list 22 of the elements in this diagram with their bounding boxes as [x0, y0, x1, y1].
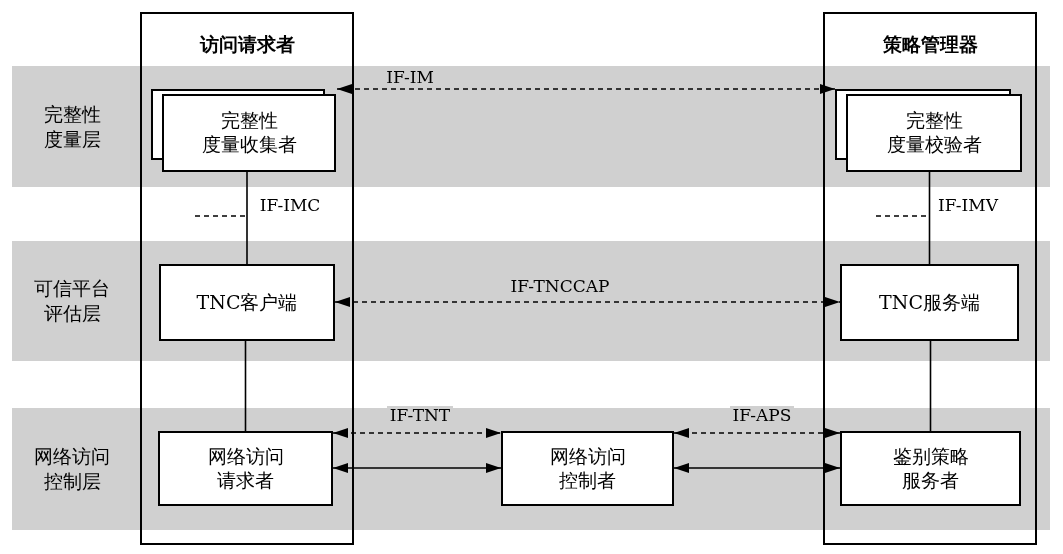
layer-label: 完整性度量层: [42, 101, 102, 152]
process-box: TNC客户端: [159, 264, 335, 341]
column-box: [140, 12, 354, 545]
arrow: [334, 297, 841, 307]
process-box: 网络访问控制者: [501, 431, 674, 506]
arrow: [332, 428, 502, 438]
arrow: [336, 84, 836, 94]
arrow: [332, 463, 502, 473]
layer-label: 可信平台评估层: [33, 276, 111, 326]
column-heading: 策略管理器: [881, 32, 979, 57]
process-box: 鉴别策略服务者: [840, 431, 1021, 506]
column-box: [823, 12, 1037, 545]
connector-line: [246, 171, 248, 265]
connector-line: [928, 171, 931, 265]
connector-line: [929, 340, 932, 432]
process-box: 网络访问请求者: [158, 431, 333, 506]
column-heading: 访问请求者: [198, 32, 296, 57]
connector-line: [244, 340, 247, 432]
layer-label: 网络访问控制层: [33, 444, 111, 494]
arrow: [673, 463, 841, 473]
arrow: [673, 428, 841, 438]
process-box: TNC服务端: [840, 264, 1019, 341]
